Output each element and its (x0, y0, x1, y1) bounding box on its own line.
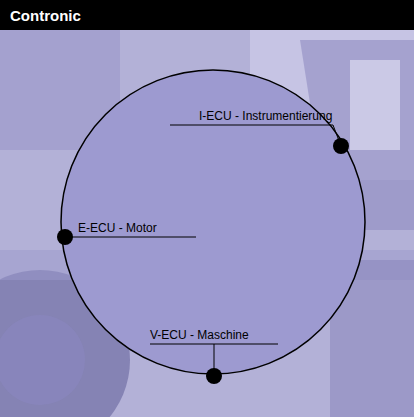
ecu-label: V-ECU - Maschine (150, 328, 249, 342)
ecu-label: I-ECU - Instrumentierung (199, 109, 332, 123)
header-title: Contronic (10, 7, 81, 24)
ecu-label: E-ECU - Motor (78, 221, 157, 235)
